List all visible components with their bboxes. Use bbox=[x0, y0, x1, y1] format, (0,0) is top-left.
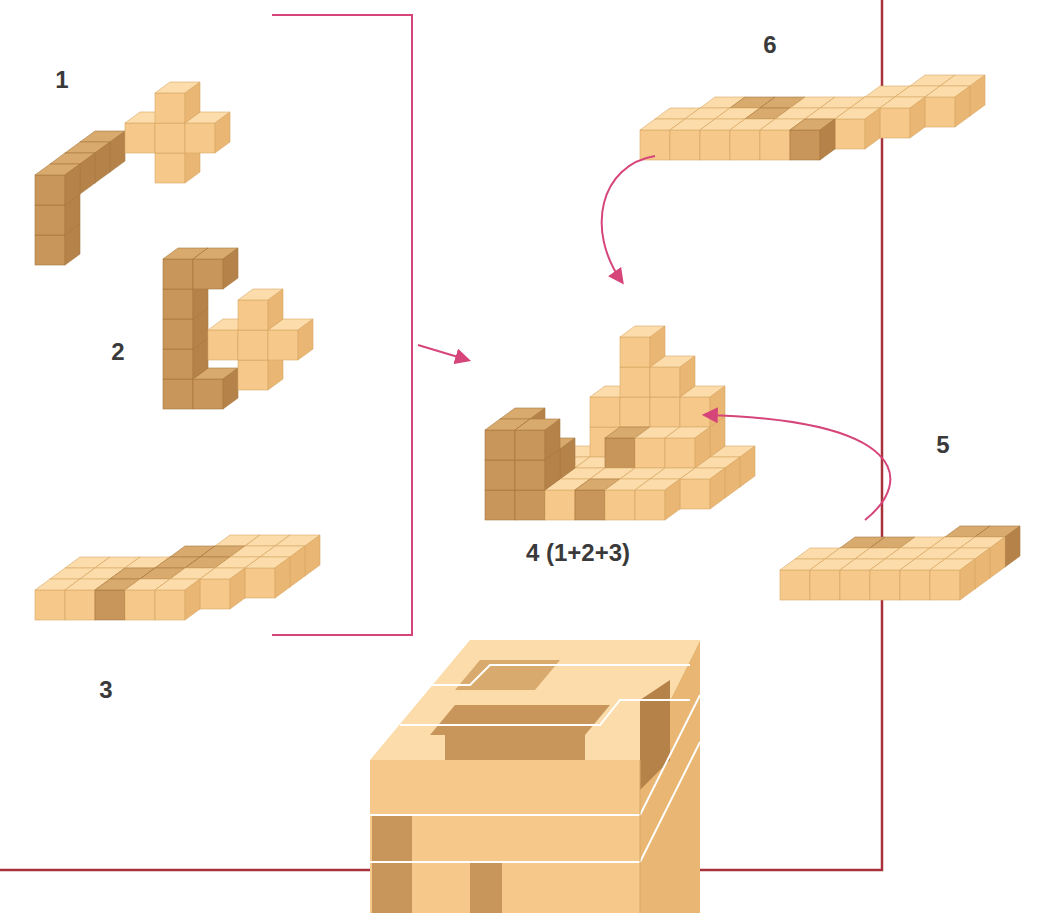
shape bbox=[470, 862, 502, 913]
callout-number: 6 bbox=[763, 32, 776, 58]
shape bbox=[640, 695, 700, 815]
cube bbox=[925, 86, 970, 127]
finished-cube bbox=[370, 640, 700, 913]
cube bbox=[835, 108, 880, 149]
frame-line bbox=[0, 0, 882, 870]
cube bbox=[680, 468, 725, 509]
shape bbox=[370, 861, 640, 863]
piece-5 bbox=[780, 526, 1020, 600]
piece-1 bbox=[35, 82, 230, 265]
piece-2 bbox=[163, 248, 313, 409]
callout-number: 1 bbox=[55, 67, 68, 93]
cube bbox=[930, 559, 975, 600]
arrow bbox=[705, 415, 890, 520]
cube bbox=[35, 164, 80, 205]
shape bbox=[430, 665, 690, 685]
cube bbox=[665, 427, 710, 468]
piece-3 bbox=[35, 535, 320, 620]
callout-number: 3 bbox=[99, 677, 112, 703]
cube bbox=[880, 97, 925, 138]
shape bbox=[640, 742, 700, 862]
assembly-4 bbox=[485, 326, 755, 520]
cube bbox=[635, 479, 680, 520]
shape bbox=[640, 760, 641, 913]
callout-number: 2 bbox=[111, 339, 124, 365]
cube bbox=[200, 568, 245, 609]
shape bbox=[430, 705, 610, 735]
shape bbox=[370, 814, 640, 816]
cube bbox=[620, 326, 665, 367]
arrow bbox=[418, 345, 468, 360]
arrow bbox=[602, 156, 655, 282]
piece-6 bbox=[640, 75, 985, 160]
shape bbox=[400, 700, 690, 725]
callout-number: 5 bbox=[936, 432, 949, 458]
cube bbox=[790, 119, 835, 160]
shape bbox=[640, 680, 670, 790]
shape bbox=[445, 735, 585, 760]
shape bbox=[372, 815, 412, 913]
cube bbox=[193, 248, 238, 289]
cube bbox=[515, 419, 560, 460]
callout-number: 4 (1+2+3) bbox=[526, 540, 630, 566]
cube bbox=[155, 82, 200, 123]
cube bbox=[155, 579, 200, 620]
cube bbox=[238, 289, 283, 330]
shape bbox=[370, 760, 640, 913]
cube bbox=[245, 557, 290, 598]
